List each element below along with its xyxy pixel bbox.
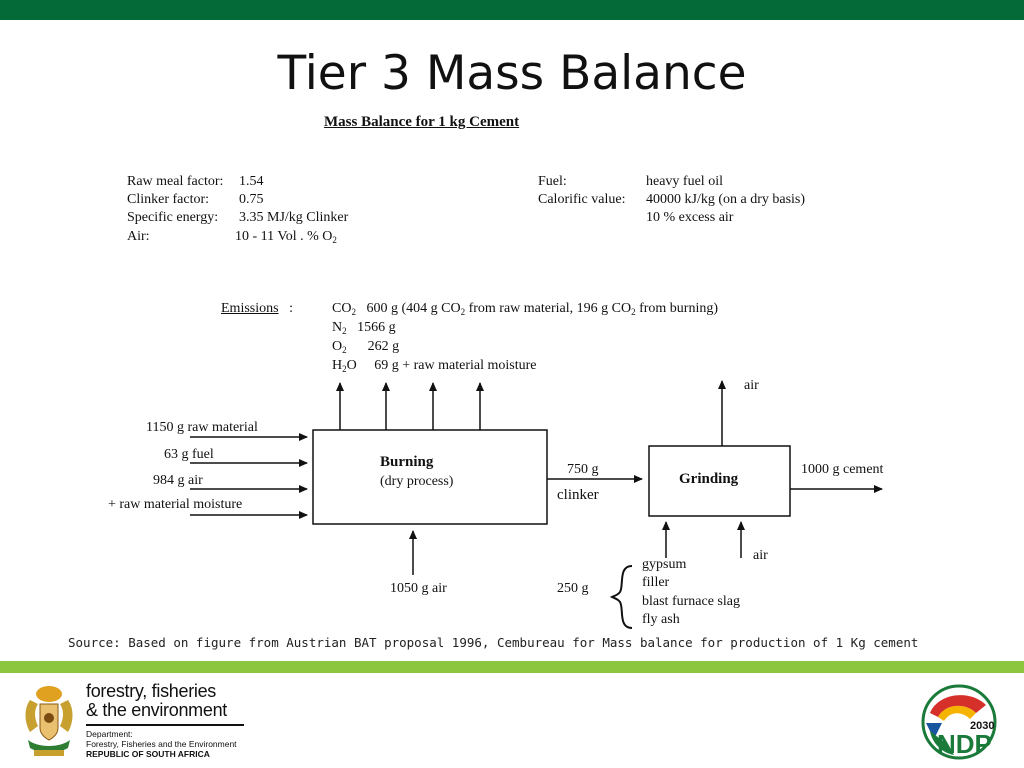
department-divider bbox=[86, 724, 244, 726]
additive-fly-ash: fly ash bbox=[642, 612, 680, 627]
burning-air-label: 1050 g air bbox=[390, 581, 447, 596]
param-value-specific-energy: 3.35 MJ/kg Clinker bbox=[239, 210, 349, 225]
param-label-fuel: Fuel: bbox=[538, 174, 567, 189]
input-moisture: + raw material moisture bbox=[108, 497, 243, 512]
param-value-air: 10 - 11 Vol . % O2 bbox=[235, 229, 337, 245]
additive-filler: filler bbox=[642, 575, 670, 590]
param-label-clinker-factor: Clinker factor: bbox=[127, 192, 210, 207]
ndp-year: 2030 bbox=[970, 720, 994, 732]
emission-h2o: H2O 69 g + raw material moisture bbox=[332, 358, 537, 374]
cement-output-label: 1000 g cement bbox=[801, 462, 884, 477]
department-details: Department: Forestry, Fisheries and the … bbox=[86, 729, 237, 759]
input-air: 984 g air bbox=[153, 473, 203, 488]
param-label-air: Air: bbox=[127, 229, 150, 244]
burning-box bbox=[312, 429, 548, 525]
ndp-text: NDP bbox=[937, 729, 992, 759]
param-value-excess-air: 10 % excess air bbox=[646, 210, 734, 225]
additive-gypsum: gypsum bbox=[642, 557, 687, 572]
additives-amount: 250 g bbox=[557, 581, 589, 596]
top-green-bar bbox=[0, 0, 1024, 20]
slide-title: Tier 3 Mass Balance bbox=[277, 46, 747, 101]
footer bbox=[0, 673, 1024, 768]
footer-green-bar bbox=[0, 661, 1024, 673]
emission-o2: O2 262 g bbox=[332, 339, 400, 355]
additive-slag: blast furnace slag bbox=[642, 594, 740, 609]
ndp-2030-logo-icon: 2030 NDP bbox=[921, 684, 997, 760]
grinding-air-in-label: air bbox=[753, 548, 768, 563]
param-label-raw-meal: Raw meal factor: bbox=[127, 174, 224, 189]
emissions-label: Emissions : bbox=[221, 301, 293, 316]
param-value-raw-meal: 1.54 bbox=[239, 174, 264, 189]
source-note: Source: Based on figure from Austrian BA… bbox=[68, 635, 919, 650]
param-value-fuel: heavy fuel oil bbox=[646, 174, 723, 189]
burning-title: Burning bbox=[380, 454, 434, 470]
param-label-calorific: Calorific value: bbox=[538, 192, 626, 207]
input-raw-material: 1150 g raw material bbox=[146, 420, 258, 435]
clinker-label: clinker bbox=[557, 487, 599, 503]
clinker-amount: 750 g bbox=[567, 462, 599, 477]
additives-brace bbox=[609, 565, 633, 629]
burning-subtitle: (dry process) bbox=[380, 474, 454, 489]
emission-co2: CO2 600 g (404 g CO2 from raw material, … bbox=[332, 301, 719, 317]
flow-diagram bbox=[190, 380, 883, 629]
coat-of-arms-icon bbox=[25, 686, 73, 756]
param-label-specific-energy: Specific energy: bbox=[127, 210, 219, 225]
emission-n2: N2 1566 g bbox=[332, 320, 396, 336]
grinding-air-out-label: air bbox=[744, 378, 759, 393]
param-value-clinker-factor: 0.75 bbox=[239, 192, 264, 207]
grinding-box bbox=[648, 445, 791, 517]
grinding-title: Grinding bbox=[679, 471, 739, 487]
diagram-heading: Mass Balance for 1 kg Cement bbox=[324, 114, 520, 130]
department-wordmark: forestry, fisheries & the environment bbox=[86, 681, 227, 720]
param-value-calorific: 40000 kJ/kg (on a dry basis) bbox=[646, 192, 806, 207]
input-fuel: 63 g fuel bbox=[164, 447, 214, 462]
